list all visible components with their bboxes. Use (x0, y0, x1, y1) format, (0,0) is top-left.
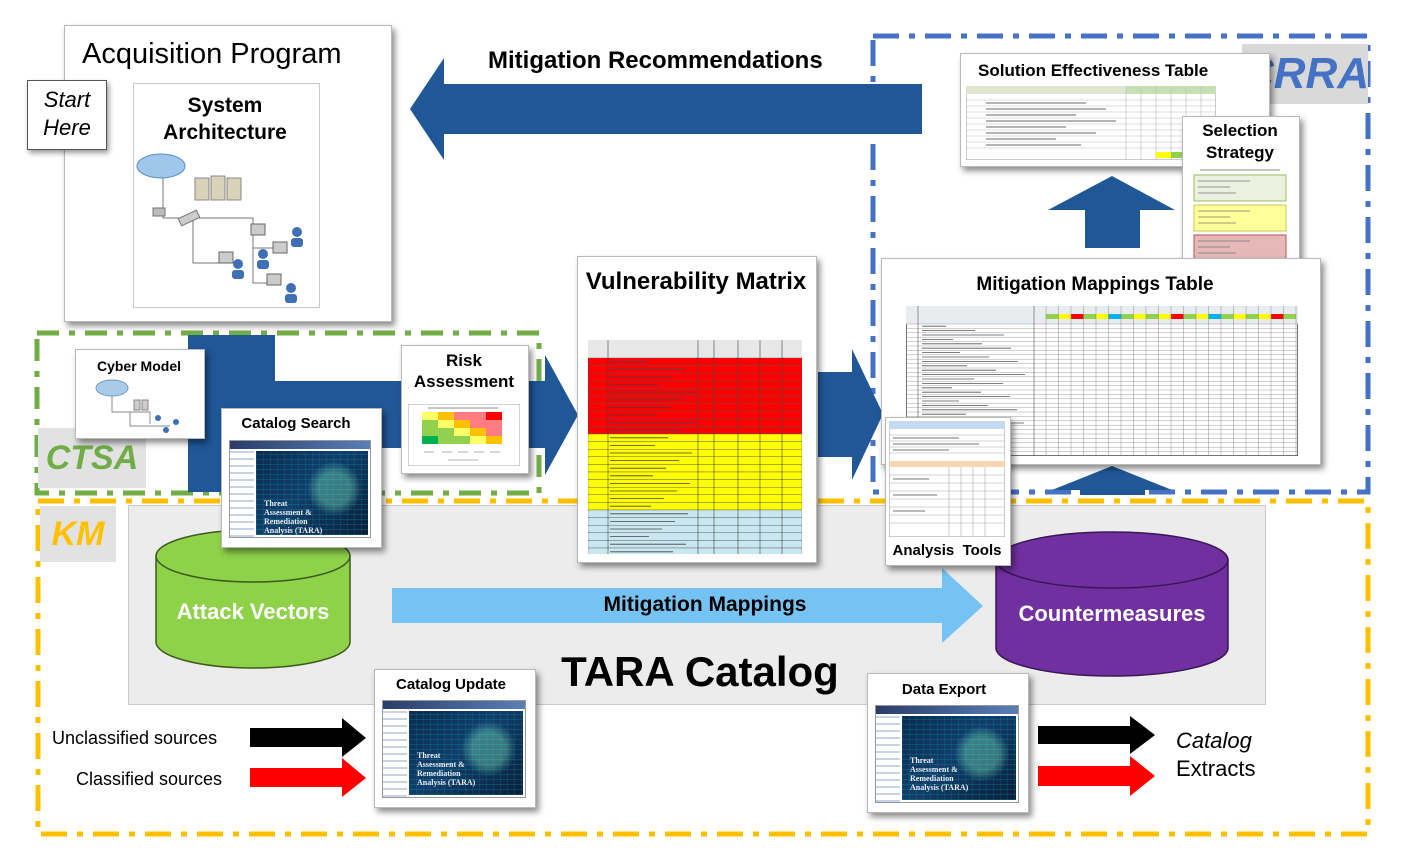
analysis-tools-thumbnail (889, 421, 1005, 537)
data-export-caption-3: Remediation (910, 774, 954, 783)
catalog-search-caption-4: Analysis (TARA) (264, 526, 323, 535)
km-label: KM (40, 506, 116, 562)
solution-effectiveness-table-title: Solution Effectiveness Table (978, 61, 1209, 80)
up-arrow-solution-table (1048, 176, 1175, 248)
extracts-red-arrow (1038, 756, 1155, 796)
catalog-update-caption-4: Analysis (TARA) (417, 778, 476, 787)
analysis-tools-label: Analysis Tools (892, 542, 1002, 559)
up-arrow-mappings (1052, 466, 1172, 495)
data-export-caption-2: Assessment & (910, 765, 958, 774)
cyber-model-diagram-icon (95, 379, 179, 433)
risk-matrix-thumbnail (408, 404, 520, 466)
countermeasures-cylinder (995, 531, 1229, 677)
catalog-update-caption-1: Threat (417, 751, 441, 760)
selection-strategy-thumbnail (1193, 169, 1287, 262)
catalog-update-caption-3: Remediation (417, 769, 461, 778)
mitigation-mappings-label: Mitigation Mappings (603, 593, 807, 616)
data-export-caption-1: Threat (910, 756, 934, 765)
classified-arrow (250, 758, 366, 797)
system-architecture-title: System Architecture (163, 94, 287, 144)
acquisition-program-title: Acquisition Program (82, 38, 342, 70)
catalog-search-screenshot: Threat Assessment & Remediation Analysis… (229, 440, 371, 538)
countermeasures-label: Countermeasures (1018, 601, 1206, 626)
selection-strategy-title: Selection Strategy (1202, 121, 1278, 162)
unclassified-sources-label: Unclassified sources (52, 728, 218, 748)
unclassified-arrow (250, 718, 366, 757)
ctsa-label: CTSA (38, 428, 146, 488)
ctsa-flow-arrow (188, 335, 578, 492)
extracts-black-arrow (1038, 716, 1155, 754)
vulnerability-matrix-title: Vulnerability Matrix (585, 268, 807, 295)
catalog-search-caption-1: Threat (264, 499, 288, 508)
solution-table-thumbnail (966, 86, 1216, 160)
mitigation-recommendations-arrow (410, 58, 922, 160)
classified-sources-label: Classified sources (76, 769, 223, 789)
matrix-to-mappings-arrow (818, 349, 883, 480)
mitigation-mappings-arrow (392, 568, 983, 643)
start-here-box: Start Here (27, 80, 107, 150)
cyber-model-card (75, 349, 205, 439)
catalog-update-caption-2: Assessment & (417, 760, 465, 769)
catalog-search-caption-3: Remediation (264, 517, 308, 526)
attack-vectors-label: Attack Vectors (176, 599, 330, 624)
data-export-title: Data Export (901, 681, 987, 698)
mitigation-mappings-table-title: Mitigation Mappings Table (976, 274, 1214, 295)
mitigation-mappings-table-thumbnail (906, 306, 1298, 456)
catalog-update-screenshot: Threat Assessment & Remediation Analysis… (382, 700, 526, 798)
catalog-update-title: Catalog Update (395, 676, 506, 693)
catalog-search-title: Catalog Search (241, 415, 351, 432)
network-diagram-icon (136, 153, 303, 303)
catalog-extracts-label-line1: Catalog (1176, 728, 1252, 753)
catalog-extracts-label-line2: Extracts (1176, 756, 1256, 781)
mitigation-recommendations-label: Mitigation Recommendations (488, 47, 823, 74)
data-export-caption-4: Analysis (TARA) (910, 783, 969, 792)
tara-catalog-title: TARA Catalog (561, 648, 839, 695)
data-export-screenshot: Threat Assessment & Remediation Analysis… (875, 705, 1019, 803)
cyber-model-title: Cyber Model (96, 358, 181, 374)
vulnerability-matrix-thumbnail (588, 340, 802, 554)
risk-assessment-title: Risk Assessment (413, 351, 515, 391)
catalog-search-caption-2: Assessment & (264, 508, 312, 517)
